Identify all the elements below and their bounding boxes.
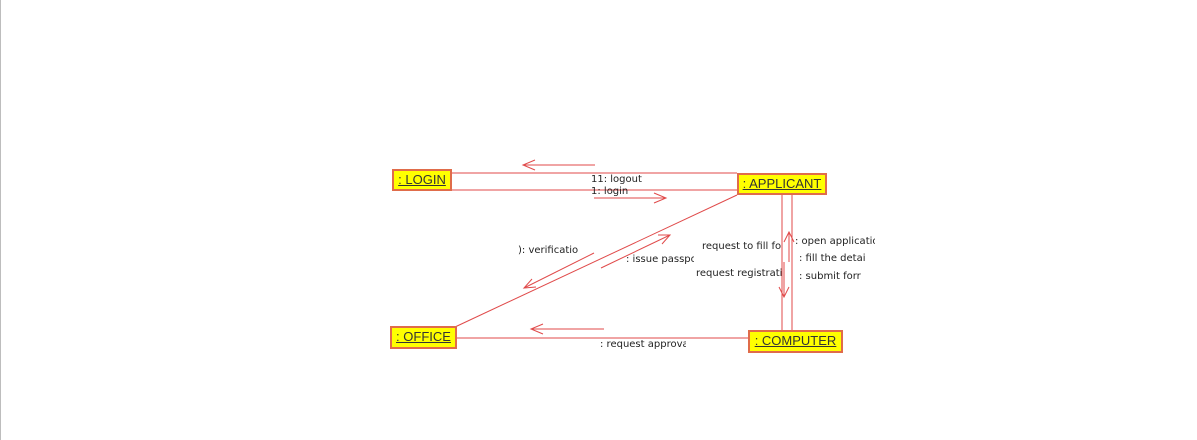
message-submit-form: : submit forr xyxy=(799,271,861,282)
message-fill-details: : fill the detai xyxy=(799,253,865,264)
message-verification: ): verification xyxy=(518,245,578,256)
arrow-verification-head xyxy=(522,278,537,289)
arrow-issue-passport xyxy=(600,234,671,269)
arrow-request-registration-head xyxy=(778,286,790,299)
page-left-border xyxy=(0,0,1,440)
arrow-login-head xyxy=(653,192,668,204)
arrow-logout-head xyxy=(521,159,536,171)
arrow-request-approval-head xyxy=(529,323,544,335)
message-request-registration: request registratic xyxy=(696,268,782,279)
message-issue-passport: : issue passpo xyxy=(626,254,694,265)
message-open-application: : open applicatio xyxy=(795,236,875,247)
message-login: 1: login xyxy=(591,186,629,197)
arrow-verification xyxy=(523,252,595,289)
link-applicant-office xyxy=(454,194,738,328)
message-request-approval: : request approva xyxy=(600,339,686,350)
arrow-issue-passport-head xyxy=(658,234,672,245)
node-applicant: : APPLICANT xyxy=(737,173,827,195)
message-request-fill-form: request to fill for xyxy=(702,241,782,252)
arrow-request-fill-head xyxy=(783,230,795,243)
node-login: : LOGIN xyxy=(392,169,452,191)
message-logout: 11: logout xyxy=(591,174,642,185)
node-computer: : COMPUTER xyxy=(748,330,843,353)
node-office: : OFFICE xyxy=(390,326,457,349)
